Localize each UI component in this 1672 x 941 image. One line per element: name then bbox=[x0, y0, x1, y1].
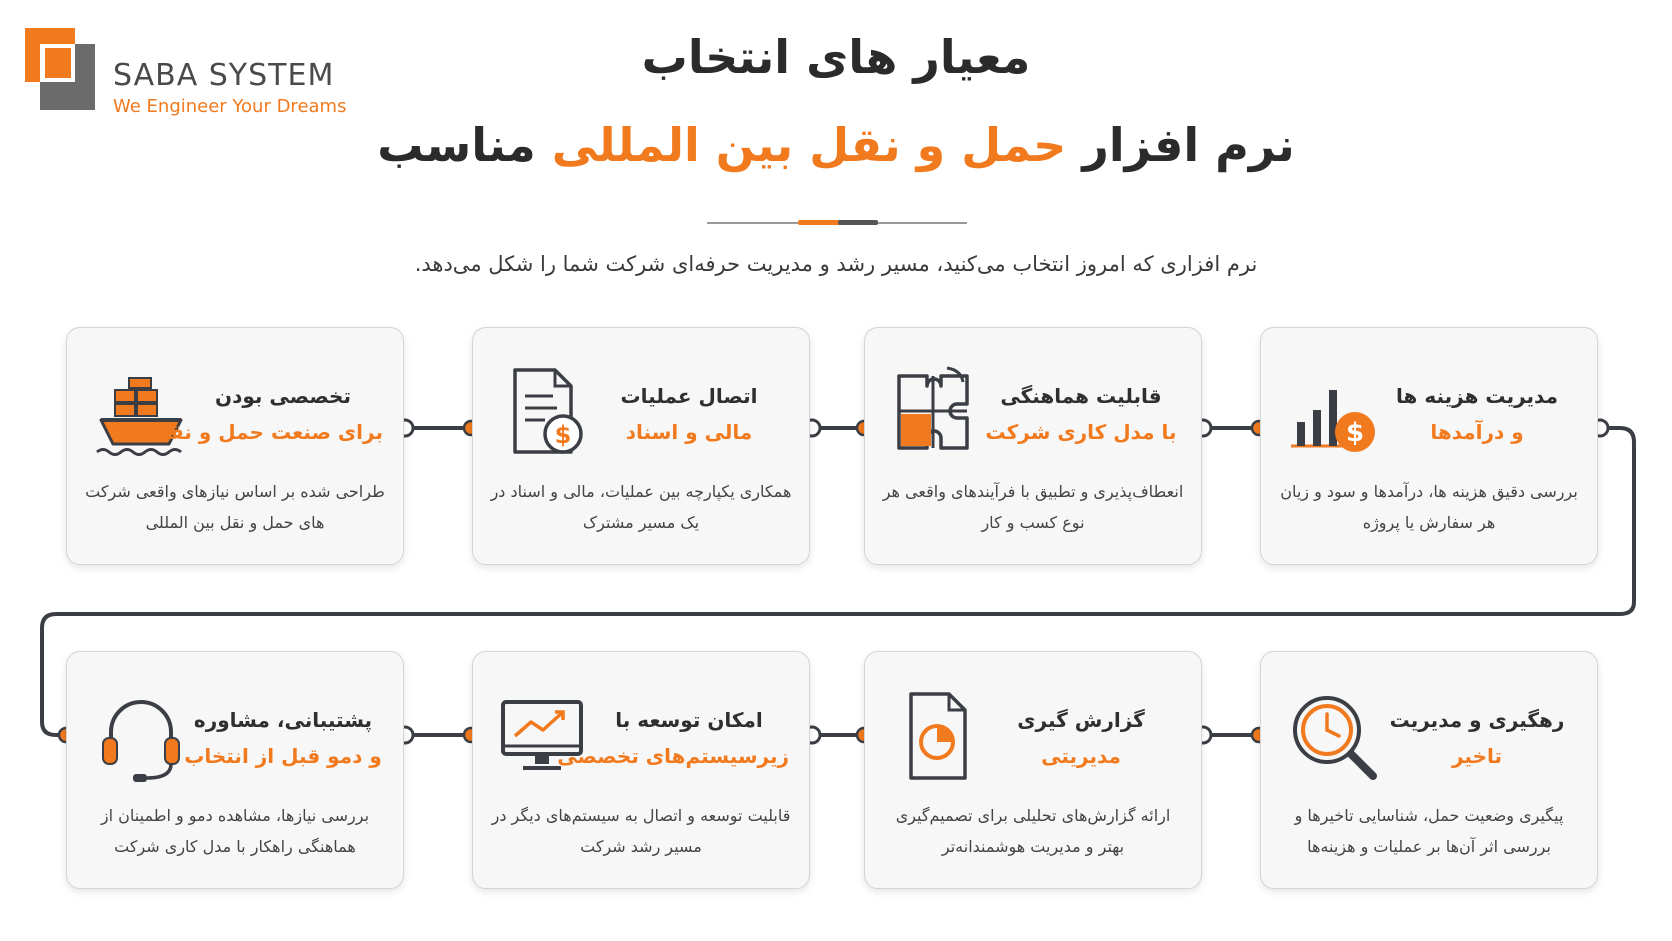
card-extensibility: امکان توسعه با زیرسیستم‌های تخصصی قابلیت… bbox=[472, 651, 810, 889]
card-description: انعطاف‌پذیری و تطبیق با فرآیندهای واقعی … bbox=[882, 482, 1184, 532]
card-description: همکاری یکپارچه بین عملیات، مالی و اسناد … bbox=[490, 482, 792, 532]
logo-name: SABA SYSTEM bbox=[113, 58, 335, 93]
card-specialized: تخصصی بودن برای صنعت حمل و نقل طراحی شده… bbox=[66, 327, 404, 565]
chart-dollar-icon: $ bbox=[1285, 364, 1385, 464]
card-description: بررسی دقیق هزینه ها، درآمدها و سود و زیا… bbox=[1280, 482, 1578, 532]
card-description: ارائه گزارش‌های تحلیلی برای تصمیم‌گیری ب… bbox=[895, 806, 1171, 856]
headset-icon bbox=[91, 688, 191, 788]
title-part1: نرم افزار bbox=[1082, 118, 1295, 172]
card-financial-link: $ اتصال عملیات مالی و اسناد همکاری یکپار… bbox=[472, 327, 810, 565]
card-subtitle: مالی و اسناد bbox=[625, 420, 753, 444]
card-subtitle: با مدل کاری شرکت bbox=[985, 420, 1177, 444]
card-title: اتصال عملیات bbox=[620, 384, 758, 408]
card-subtitle: و درآمدها bbox=[1430, 420, 1524, 444]
card-subtitle: زیرسیستم‌های تخصصی bbox=[557, 744, 789, 768]
logo-tagline: We Engineer Your Dreams bbox=[113, 96, 347, 117]
intro-text: نرم افزاری که امروز انتخاب می‌کنید، مسیر… bbox=[414, 252, 1258, 276]
card-title: قابلیت هماهنگی bbox=[1000, 384, 1162, 408]
puzzle-icon bbox=[889, 364, 989, 464]
monitor-growth-icon bbox=[497, 688, 597, 788]
document-dollar-icon: $ bbox=[497, 364, 597, 464]
card-title: گزارش گیری bbox=[1017, 708, 1145, 732]
report-pie-icon bbox=[889, 688, 989, 788]
card-subtitle: و دمو قبل از انتخاب bbox=[184, 744, 382, 768]
card-description: پیگیری وضعیت حمل، شناسایی تاخیرها و بررس… bbox=[1294, 806, 1564, 856]
clock-search-icon bbox=[1285, 688, 1385, 788]
card-cost-management: $ مدیریت هزینه ها و درآمدها بررسی دقیق ه… bbox=[1260, 327, 1598, 565]
title-divider-accent-dark bbox=[838, 220, 878, 225]
card-title: رهگیری و مدیریت bbox=[1389, 708, 1565, 732]
card-subtitle: برای صنعت حمل و نقل bbox=[152, 420, 383, 444]
card-reporting: گزارش گیری مدیریتی ارائه گزارش‌های تحلیل… bbox=[864, 651, 1202, 889]
page-title: معیار های انتخاب bbox=[641, 30, 1031, 84]
card-compatibility: قابلیت هماهنگی با مدل کاری شرکت انعطاف‌پ… bbox=[864, 327, 1202, 565]
title-highlight: حمل و نقل بین المللی bbox=[551, 118, 1067, 172]
company-logo: SABA SYSTEM We Engineer Your Dreams bbox=[25, 28, 365, 128]
card-subtitle: تاخیر bbox=[1451, 744, 1503, 768]
svg-text:$: $ bbox=[555, 421, 572, 449]
title-part3: مناسب bbox=[377, 118, 536, 172]
card-description: بررسی نیازها، مشاهده دمو و اطمینان از هم… bbox=[100, 806, 370, 856]
cargo-ship-icon bbox=[91, 364, 191, 464]
card-description: قابلیت توسعه و اتصال به سیستم‌های دیگر د… bbox=[491, 806, 791, 856]
page-subtitle-heading: نرم افزار حمل و نقل بین المللی مناسب bbox=[0, 118, 1672, 172]
svg-text:$: $ bbox=[1346, 418, 1364, 448]
card-description: طراحی شده بر اساس نیازهای واقعی شرکت های… bbox=[85, 482, 385, 532]
card-title: تخصصی بودن bbox=[215, 384, 351, 408]
card-delay-tracking: رهگیری و مدیریت تاخیر پیگیری وضعیت حمل، … bbox=[1260, 651, 1598, 889]
card-title: مدیریت هزینه ها bbox=[1396, 384, 1558, 408]
logo-mark-icon bbox=[25, 28, 95, 110]
card-support: پشتیبانی، مشاوره و دمو قبل از انتخاب برر… bbox=[66, 651, 404, 889]
card-subtitle: مدیریتی bbox=[1041, 744, 1121, 768]
card-title: امکان توسعه با bbox=[615, 708, 763, 732]
card-title: پشتیبانی، مشاوره bbox=[193, 708, 373, 732]
